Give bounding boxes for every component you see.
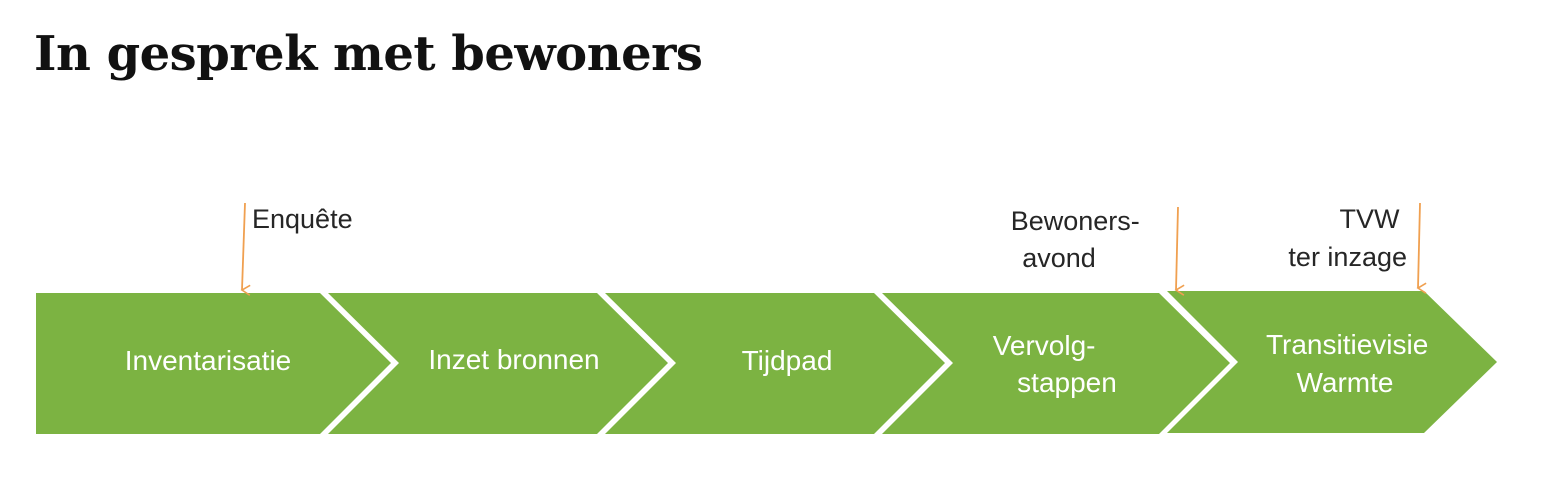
- step-shape: [328, 293, 668, 434]
- step-inzet-bronnen: Inzet bronnen: [328, 293, 668, 434]
- milestone-arrow: [240, 202, 251, 296]
- step-shape: [1167, 291, 1497, 433]
- step-label: Transitievisie Warmte: [1266, 329, 1436, 398]
- milestone-bewonersavond: Bewoners- avond: [1011, 206, 1185, 296]
- step-shape: [36, 293, 391, 434]
- step-label: Inzet bronnen: [428, 344, 599, 375]
- step-transitievisie-warmte: Transitievisie Warmte: [1167, 291, 1497, 433]
- milestone-label: Bewoners- avond: [1011, 206, 1148, 273]
- step-shape: [882, 293, 1230, 434]
- step-label: Vervolg- stappen: [993, 330, 1117, 398]
- step-vervolgstappen: Vervolg- stappen: [882, 293, 1230, 434]
- milestone-label: Enquête: [252, 204, 353, 234]
- milestone-label: TVW ter inzage: [1288, 204, 1407, 272]
- step-shape: [605, 293, 945, 434]
- step-label: Inventarisatie: [125, 345, 292, 376]
- step-label: Tijdpad: [742, 345, 833, 376]
- step-inventarisatie: Inventarisatie: [36, 293, 391, 434]
- milestone-tvw-ter-inzage: TVW ter inzage: [1288, 202, 1427, 294]
- step-tijdpad: Tijdpad: [605, 293, 945, 434]
- page-title: In gesprek met bewoners: [34, 26, 703, 82]
- milestone-arrow: [1174, 206, 1185, 296]
- milestone-arrow: [1416, 202, 1427, 294]
- milestone-enquete: Enquête: [240, 202, 353, 296]
